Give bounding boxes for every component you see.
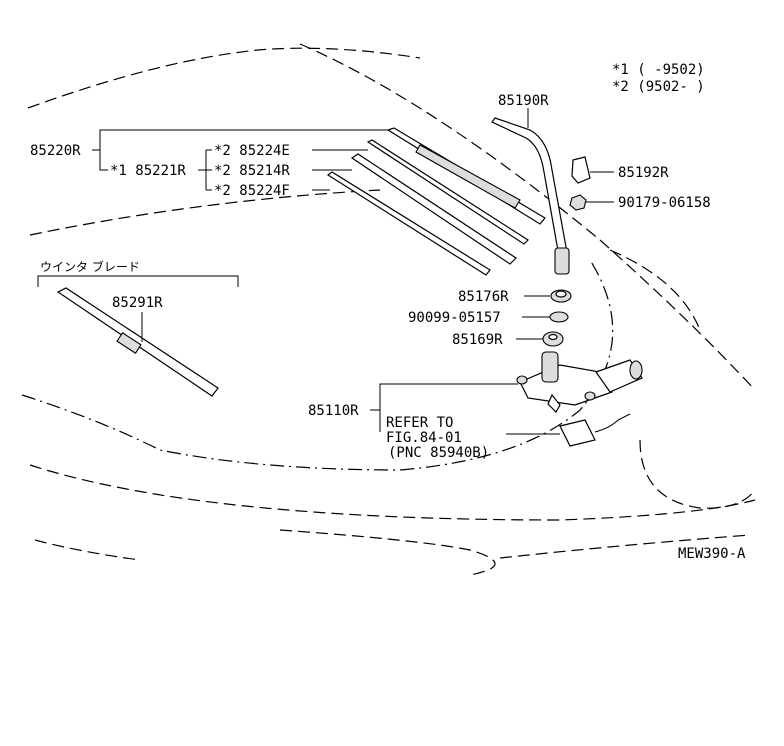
connector-85940B <box>559 413 631 447</box>
wiper-motor-linkage-85110R <box>516 351 643 413</box>
label-85190R: 85190R <box>498 93 549 109</box>
label-85169R: 85169R <box>452 332 503 348</box>
winter-blade-box <box>37 275 239 397</box>
label-85221R: *1 85221R <box>110 163 186 179</box>
label-85214R: *2 85214R <box>214 163 290 179</box>
label-85176R: 85176R <box>458 289 509 305</box>
label-85224F: *2 85224F <box>214 183 290 199</box>
bushing-85176R <box>550 289 572 303</box>
label-85291R: 85291R <box>112 295 163 311</box>
label-85220R: 85220R <box>30 143 81 159</box>
legend: *1 ( -9502) *2 (9502- ) <box>612 62 705 95</box>
leader-lines <box>92 108 614 435</box>
label-90099-05157: 90099-05157 <box>408 310 501 326</box>
legend-line-1: *1 ( -9502) <box>612 62 705 78</box>
wiper-arm-85190R <box>491 117 570 275</box>
label-85224E: *2 85224E <box>214 143 290 159</box>
diagram-code: MEW390-A <box>678 546 746 562</box>
label-pnc-85940B: (PNC 85940B) <box>388 445 489 461</box>
label-refer-to: REFER TO <box>386 415 453 431</box>
label-90179-06158: 90179-06158 <box>618 195 711 211</box>
seal-85169R <box>542 331 564 347</box>
washer-90099 <box>549 311 569 323</box>
label-winter-blade: ウインタ ブレード <box>40 259 140 274</box>
label-85110R: 85110R <box>308 403 359 419</box>
cap-85192R <box>571 156 591 184</box>
wiper-blade-assembly <box>326 127 546 276</box>
label-85192R: 85192R <box>618 165 669 181</box>
nut-90179 <box>569 194 587 211</box>
label-fig-84-01: FIG.84-01 <box>386 430 462 446</box>
legend-line-2: *2 (9502- ) <box>612 79 705 95</box>
part-labels: 85190R 85220R *1 85221R *2 85224E *2 852… <box>30 93 746 562</box>
vehicle-outline <box>21 43 756 576</box>
